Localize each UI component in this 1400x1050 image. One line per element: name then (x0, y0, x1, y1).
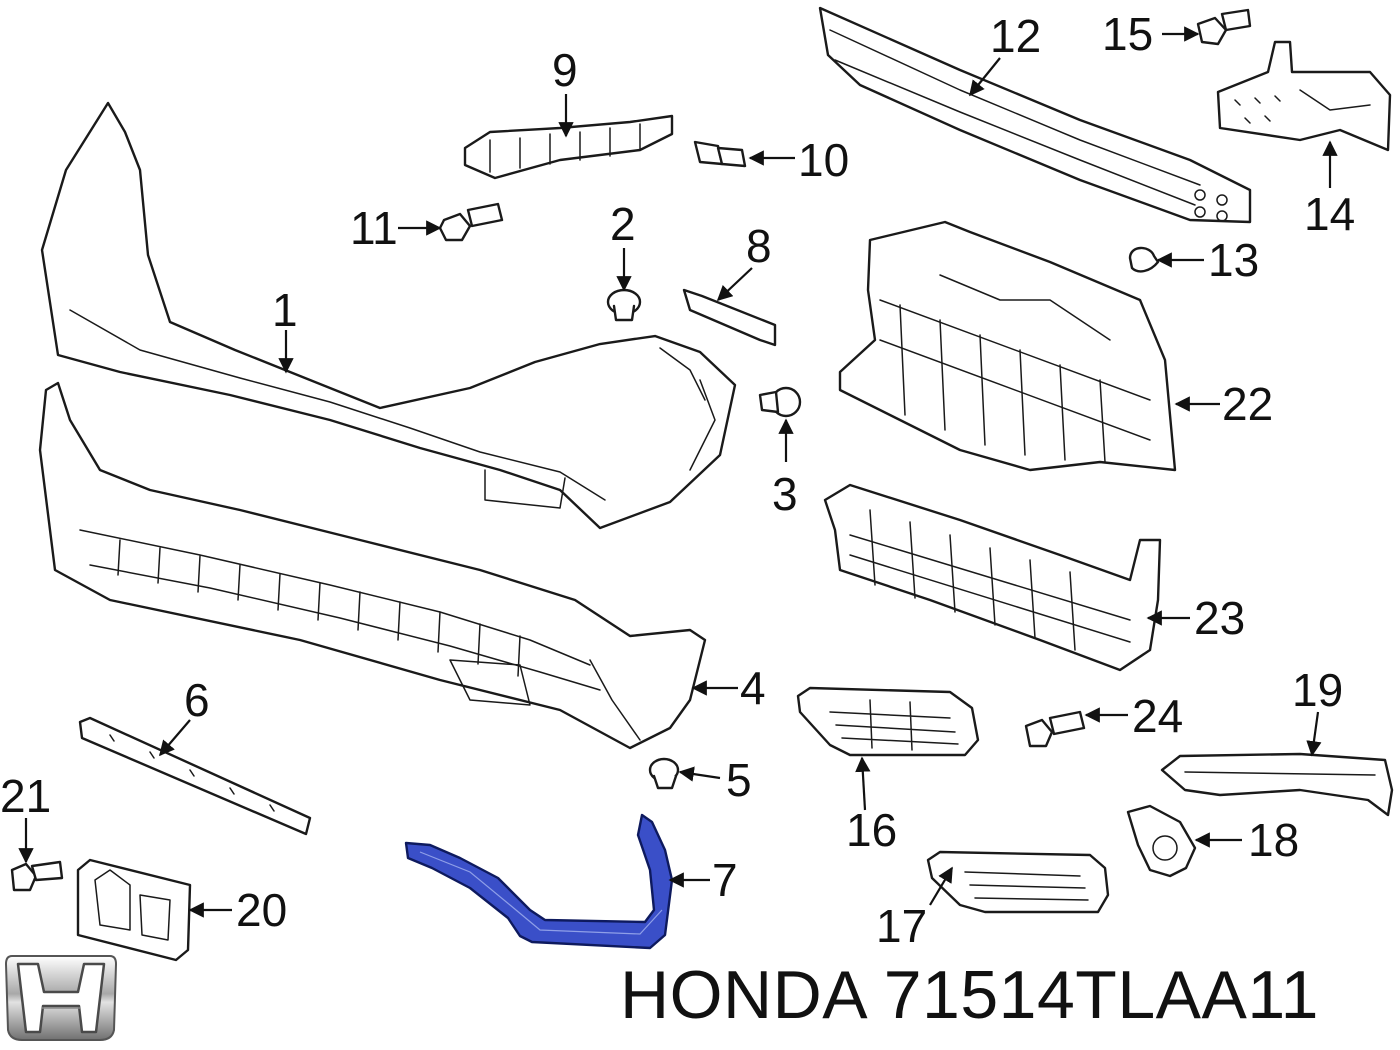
part-21-bolt (10, 860, 64, 892)
honda-h-logo-icon (4, 955, 118, 1041)
callout-10: 10 (798, 134, 849, 186)
part-5-clip (648, 757, 680, 790)
leader-19 (1306, 711, 1322, 757)
part-17-fog-grille-right (926, 850, 1110, 914)
callout-15: 15 (1102, 8, 1153, 60)
part-23-air-shutter (823, 483, 1162, 672)
part-20-license-bracket (76, 858, 192, 962)
part-19-molding (1160, 752, 1394, 817)
part-8-bracket (682, 288, 777, 347)
callout-1: 1 (272, 284, 298, 336)
callout-5: 5 (726, 754, 752, 806)
callout-18: 18 (1248, 814, 1299, 866)
part-6-strip (78, 716, 312, 836)
callout-17: 17 (876, 900, 927, 952)
callout-21: 21 (0, 770, 51, 822)
callout-9: 9 (552, 44, 578, 96)
leader-5 (678, 766, 721, 782)
callout-22: 22 (1222, 378, 1273, 430)
callout-2: 2 (610, 198, 636, 250)
part-22-air-guide (838, 220, 1177, 472)
callout-11: 11 (350, 202, 398, 254)
part-14-bracket (1216, 40, 1392, 152)
callout-19: 19 (1292, 664, 1343, 716)
leader-12 (969, 57, 1001, 97)
callout-6: 6 (184, 674, 210, 726)
part-3-screw (758, 386, 802, 418)
callout-labels: 1 2 3 4 5 6 7 8 9 10 11 12 13 14 15 16 1… (0, 8, 1355, 952)
callout-16: 16 (846, 804, 897, 856)
part-10-bolt (693, 140, 747, 168)
leader-lines (18, 26, 1338, 918)
leader-8 (716, 267, 753, 302)
callout-23: 23 (1194, 592, 1245, 644)
callout-24: 24 (1132, 690, 1183, 742)
part-18-bracket (1126, 804, 1197, 878)
leader-17 (929, 866, 953, 906)
callout-20: 20 (236, 884, 287, 936)
callout-14: 14 (1304, 188, 1355, 240)
callout-8: 8 (746, 220, 772, 272)
part-15-bolt (1196, 8, 1252, 46)
callout-13: 13 (1208, 234, 1259, 286)
part-24-bolt (1024, 710, 1086, 748)
callout-3: 3 (772, 468, 798, 520)
part-13-clip (1128, 246, 1160, 273)
callout-4: 4 (740, 662, 766, 714)
part-7-highlighted-garnish (404, 813, 674, 950)
part-16-fog-grille-left (796, 686, 980, 757)
leader-16 (855, 756, 871, 811)
callout-12: 12 (990, 10, 1041, 62)
part-12-bumper-beam (818, 6, 1252, 224)
part-1-bumper-face-upper (40, 101, 737, 530)
part-4-bumper-face-lower (38, 381, 707, 750)
leader-6 (158, 719, 191, 757)
part-number-caption: HONDA 71514TLAA11 (620, 957, 1319, 1033)
callout-7: 7 (712, 854, 738, 906)
part-2-clip (606, 288, 642, 322)
part-9-bracket (463, 114, 674, 180)
part-11-bolt (438, 202, 504, 242)
